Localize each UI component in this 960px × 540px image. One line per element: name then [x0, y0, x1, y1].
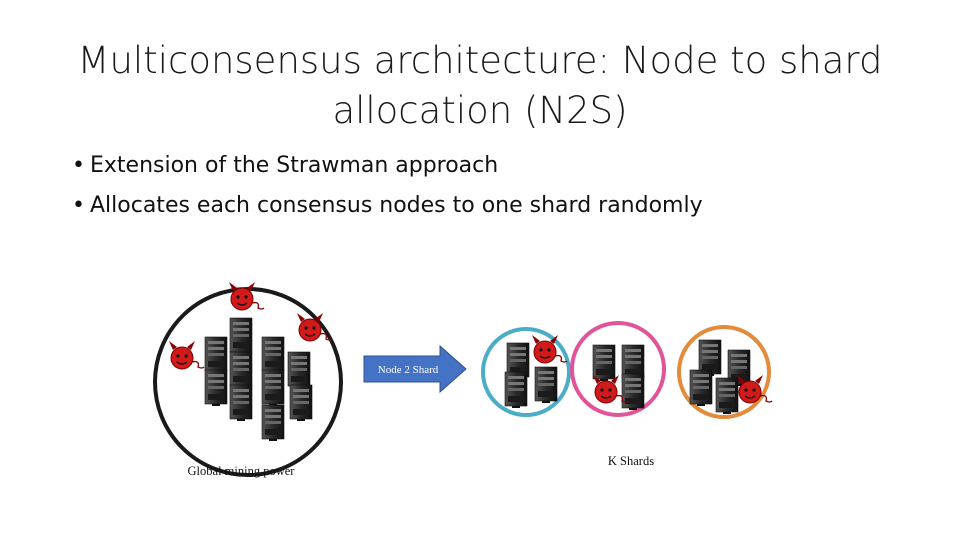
arrow-label: Node 2 Shard — [378, 364, 439, 376]
server-icon — [229, 351, 253, 389]
server-icon — [204, 336, 228, 374]
server-icon — [204, 369, 228, 407]
bullet-item: •Allocates each consensus nodes to one s… — [72, 193, 703, 218]
server-icon — [261, 404, 285, 442]
server-icon — [592, 344, 616, 382]
shard-circle — [570, 321, 666, 417]
server-icon — [229, 317, 253, 355]
bullet-text: Allocates each consensus nodes to one sh… — [90, 193, 703, 218]
devil-icon — [168, 340, 205, 370]
bullet-text: Extension of the Strawman approach — [90, 153, 499, 178]
shard-circle — [481, 327, 571, 417]
server-icon — [261, 369, 285, 407]
bullet-list: •Extension of the Strawman approach •All… — [72, 146, 703, 226]
server-icon — [289, 384, 313, 422]
server-icon — [715, 377, 739, 415]
server-icon — [229, 384, 253, 422]
shard-circle — [677, 325, 771, 419]
global-mining-pool — [153, 281, 343, 477]
global-mining-label: Global mining power — [188, 464, 296, 478]
bullet-item: •Extension of the Strawman approach — [72, 153, 499, 178]
devil-icon — [228, 281, 265, 311]
k-shards-label: K Shards — [608, 454, 654, 468]
shard-1 — [481, 327, 571, 417]
server-icon — [689, 369, 713, 407]
title-line-2: allocation (N2S) — [332, 89, 628, 132]
server-icon — [621, 373, 645, 411]
server-icon — [261, 336, 285, 374]
slide-title: Multiconsensus architecture: Node to sha… — [40, 36, 920, 136]
server-icon — [287, 351, 311, 389]
server-icon — [534, 366, 558, 404]
server-icon — [504, 371, 528, 409]
title-line-1: Multiconsensus architecture: Node to sha… — [77, 39, 883, 82]
node-to-shard-arrow: Node 2 Shard — [363, 344, 467, 394]
global-circle — [153, 287, 343, 477]
shard-2 — [570, 321, 666, 417]
shard-3 — [677, 325, 773, 419]
